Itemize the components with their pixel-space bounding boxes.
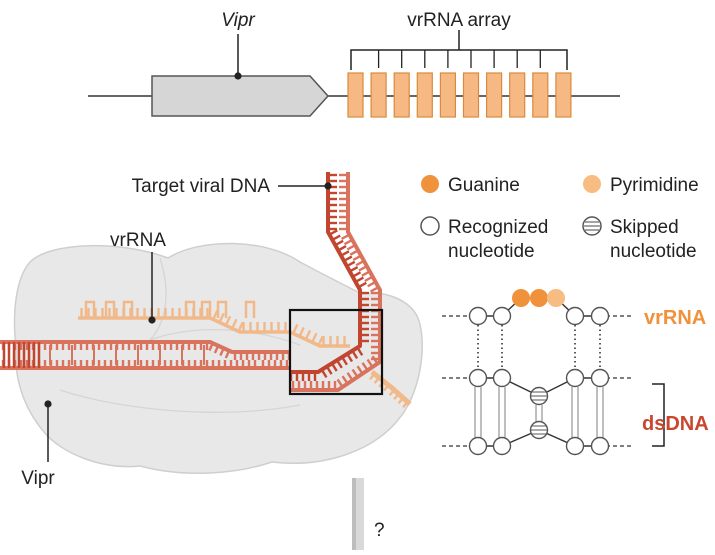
- array-unit: [532, 72, 549, 118]
- vrrna-schematic-label: vrRNA: [644, 307, 706, 329]
- skipped-label-line1: Skipped: [610, 217, 679, 238]
- array-unit: [555, 72, 572, 118]
- dsdna-schematic-label: dsDNA: [642, 413, 709, 435]
- dsdna-lower: [0, 360, 290, 370]
- protein-contour-3: [149, 257, 167, 341]
- vrrna-flipped-bases: [512, 289, 565, 307]
- vrrna-loop: [200, 300, 212, 318]
- array-unit: [462, 72, 480, 118]
- vrrna-array: [347, 72, 572, 118]
- recognized-swatch: [420, 216, 440, 236]
- target-viral-dna-label: Target viral DNA: [132, 176, 271, 197]
- dna-base-pairs: [474, 387, 604, 437]
- vrrna-exit: [369, 370, 412, 408]
- skipped-label-line2: nucleotide: [610, 241, 697, 262]
- pyrimidine-swatch: [583, 175, 601, 193]
- vrrna-loop: [104, 300, 116, 318]
- dna-recognized-nucleotides: [468, 368, 610, 456]
- protein-stalk-shade: [352, 478, 356, 550]
- vipr-gene-arrow: [151, 75, 330, 117]
- legend: Guanine Pyrimidine Recognized nucleotide…: [420, 175, 699, 262]
- zoom-box: [288, 308, 384, 396]
- vrrna-loop: [244, 300, 256, 318]
- structure-panel: ? Target viral DNA vrRNA Vipr: [0, 172, 423, 550]
- dsdna-upper-backbone: [0, 340, 290, 354]
- recognized-label-line2: nucleotide: [448, 241, 535, 262]
- array-unit: [509, 72, 526, 118]
- dna-skipped-nucleotides: [529, 386, 549, 440]
- vrrna-leader-dot: [148, 316, 156, 324]
- vrrna-exit-backbone: [370, 370, 412, 406]
- skipped-swatch: [582, 216, 602, 236]
- recognized-label-line1: Recognized: [448, 217, 548, 238]
- array-unit: [393, 72, 410, 118]
- rna-dna-contacts: [477, 325, 601, 369]
- nucleic-acid-strands: [0, 172, 412, 408]
- target-dna-strand-2-backbone: [290, 172, 382, 392]
- array-bracket-ticks: [377, 50, 541, 68]
- vrrna-loop: [216, 300, 228, 318]
- question-mark: ?: [374, 520, 385, 541]
- vrrna-structure-label: vrRNA: [110, 230, 166, 251]
- target-leader-dot: [324, 182, 332, 190]
- vipr-gene-label: Vipr: [221, 10, 255, 31]
- target-dna-strand-1: [289, 172, 369, 381]
- vipr-leader-dot: [234, 72, 242, 80]
- dsdna-bracket: [652, 383, 665, 447]
- vrrna-array-label: vrRNA array: [407, 10, 511, 31]
- array-unit: [416, 72, 433, 118]
- vipr-protein: [13, 242, 423, 474]
- vrrna-loop: [184, 300, 196, 318]
- array-unit: [486, 72, 503, 118]
- vrrna-strand-backbone: [78, 316, 350, 348]
- guanine-swatch: [421, 175, 439, 193]
- target-dna-strand-2: [290, 172, 382, 392]
- guanine-label: Guanine: [448, 175, 520, 196]
- pairing-schematic: vrRNA dsDNA: [442, 289, 709, 456]
- array-unit: [370, 72, 387, 118]
- array-bracket: [350, 49, 568, 70]
- vrrna-loop: [84, 300, 96, 318]
- vrrna-loop: [122, 300, 134, 318]
- target-dna-strand-1-backbone: [290, 172, 362, 374]
- protein-contour-1: [149, 329, 301, 346]
- protein-contour-2: [59, 389, 301, 413]
- vrrna-recognized-nucleotides: [468, 306, 610, 326]
- array-unit: [347, 72, 364, 118]
- vipr-protein-label: Vipr: [21, 468, 55, 489]
- gene-map: Vipr vrRNA array: [88, 10, 620, 118]
- pyrimidine-label: Pyrimidine: [610, 175, 699, 196]
- array-unit: [439, 72, 456, 118]
